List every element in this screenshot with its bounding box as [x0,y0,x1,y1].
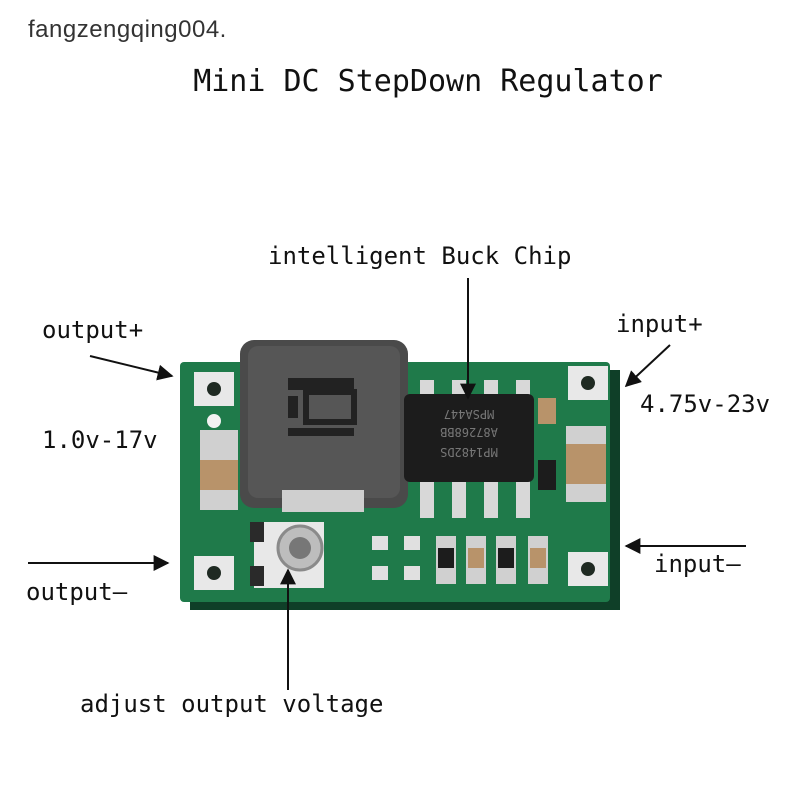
arrow-output-plus [89,355,174,381]
chip-marking-3: MPSA447 [444,407,495,421]
label-chip: intelligent Buck Chip [268,242,572,270]
label-input-voltage: 4.75v-23v [640,390,771,418]
label-output-voltage: 1.0v-17v [42,426,158,454]
buck-chip [404,394,534,482]
arrow-input-plus [624,344,671,388]
label-output-plus: output+ [42,316,144,344]
chip-marking-1: MP1482DS [440,445,498,459]
chip-marking-2: A87268BB [440,425,498,439]
watermark-text: fangzengqing004. [28,16,227,43]
page-title: Mini DC StepDown Regulator [193,64,663,99]
label-adjust: adjust output voltage [80,690,384,718]
label-input-minus: input— [654,550,741,578]
capacitor-right [566,444,606,484]
label-input-plus: input+ [616,310,703,338]
capacitor-left [200,460,238,490]
label-output-minus: output— [26,578,128,606]
